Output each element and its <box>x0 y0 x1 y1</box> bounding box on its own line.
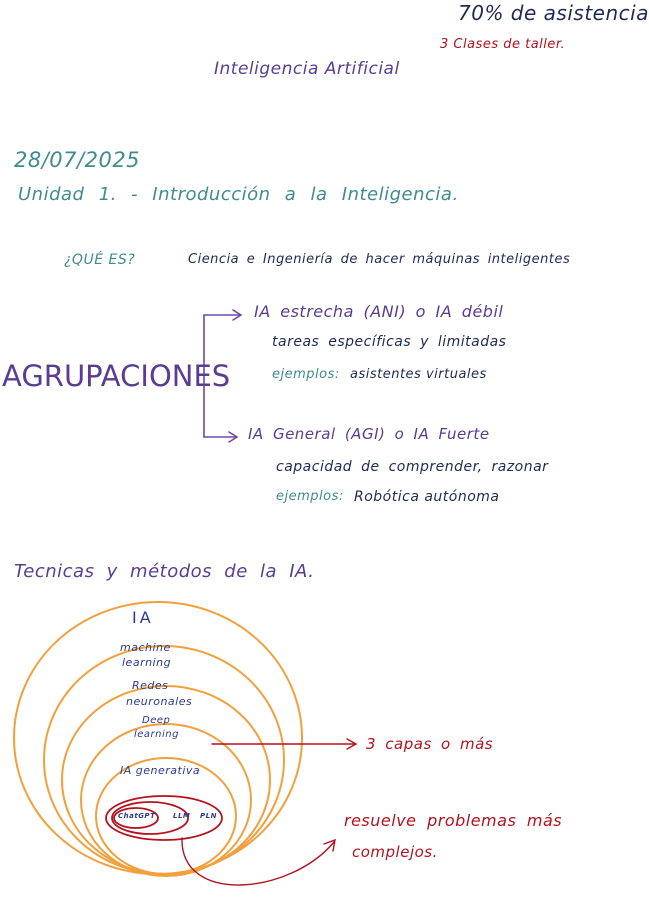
agi-example: Robótica autónoma <box>354 489 500 505</box>
question-label: ¿QUÉ ES? <box>64 252 136 268</box>
note-layers: 3 capas o más <box>366 735 494 753</box>
grouping-bracket <box>203 309 243 443</box>
level-ia: IA <box>132 608 154 627</box>
level-dl-line2: learning <box>134 729 179 740</box>
unit-title: Unidad 1. - Introducción a la Inteligenc… <box>18 184 459 205</box>
attendance-note: 70% de asistencia <box>458 1 649 25</box>
ellipse-models-inner <box>111 801 189 835</box>
ani-example: asistentes virtuales <box>350 367 487 382</box>
circle-generative <box>95 757 237 875</box>
note-complex-line1: resuelve problemas más <box>344 811 563 830</box>
workshop-note: 3 Clases de taller. <box>440 37 566 52</box>
definition-text: Ciencia e Ingeniería de hacer máquinas i… <box>188 252 571 267</box>
arrow-complex <box>181 837 336 886</box>
level-ml-line1: machine <box>120 641 171 654</box>
level-dl-line1: Deep <box>142 715 171 726</box>
ellipse-chatgpt <box>113 807 159 829</box>
techniques-heading: Tecnicas y métodos de la IA. <box>14 561 315 582</box>
ellipse-models-outer <box>105 795 223 841</box>
agi-title: IA General (AGI) o IA Fuerte <box>248 425 490 443</box>
circle-deep-learning <box>80 723 252 877</box>
page-title: Inteligencia Artificial <box>214 59 400 79</box>
model-llm: LLM <box>173 812 191 820</box>
ani-description: tareas específicas y limitadas <box>272 334 507 350</box>
level-rn-line2: neuronales <box>126 695 193 708</box>
agi-example-label: ejemplos: <box>276 489 344 504</box>
technique-circles <box>13 601 303 877</box>
groupings-label: AGRUPACIONES <box>2 359 231 393</box>
level-generative: IA generativa <box>120 764 201 777</box>
ani-title: IA estrecha (ANI) o IA débil <box>254 302 504 321</box>
arrow-layers <box>211 738 358 750</box>
level-rn-line1: Redes <box>132 679 169 692</box>
model-pln: PLN <box>200 812 217 820</box>
agi-description: capacidad de comprender, razonar <box>276 459 549 475</box>
model-ellipses <box>105 795 223 841</box>
model-chatgpt: ChatGPT <box>118 812 156 820</box>
level-ml-line2: learning <box>122 656 172 669</box>
lesson-date: 28/07/2025 <box>14 148 141 172</box>
note-complex-line2: complejos. <box>352 843 438 861</box>
ani-example-label: ejemplos: <box>272 367 340 382</box>
